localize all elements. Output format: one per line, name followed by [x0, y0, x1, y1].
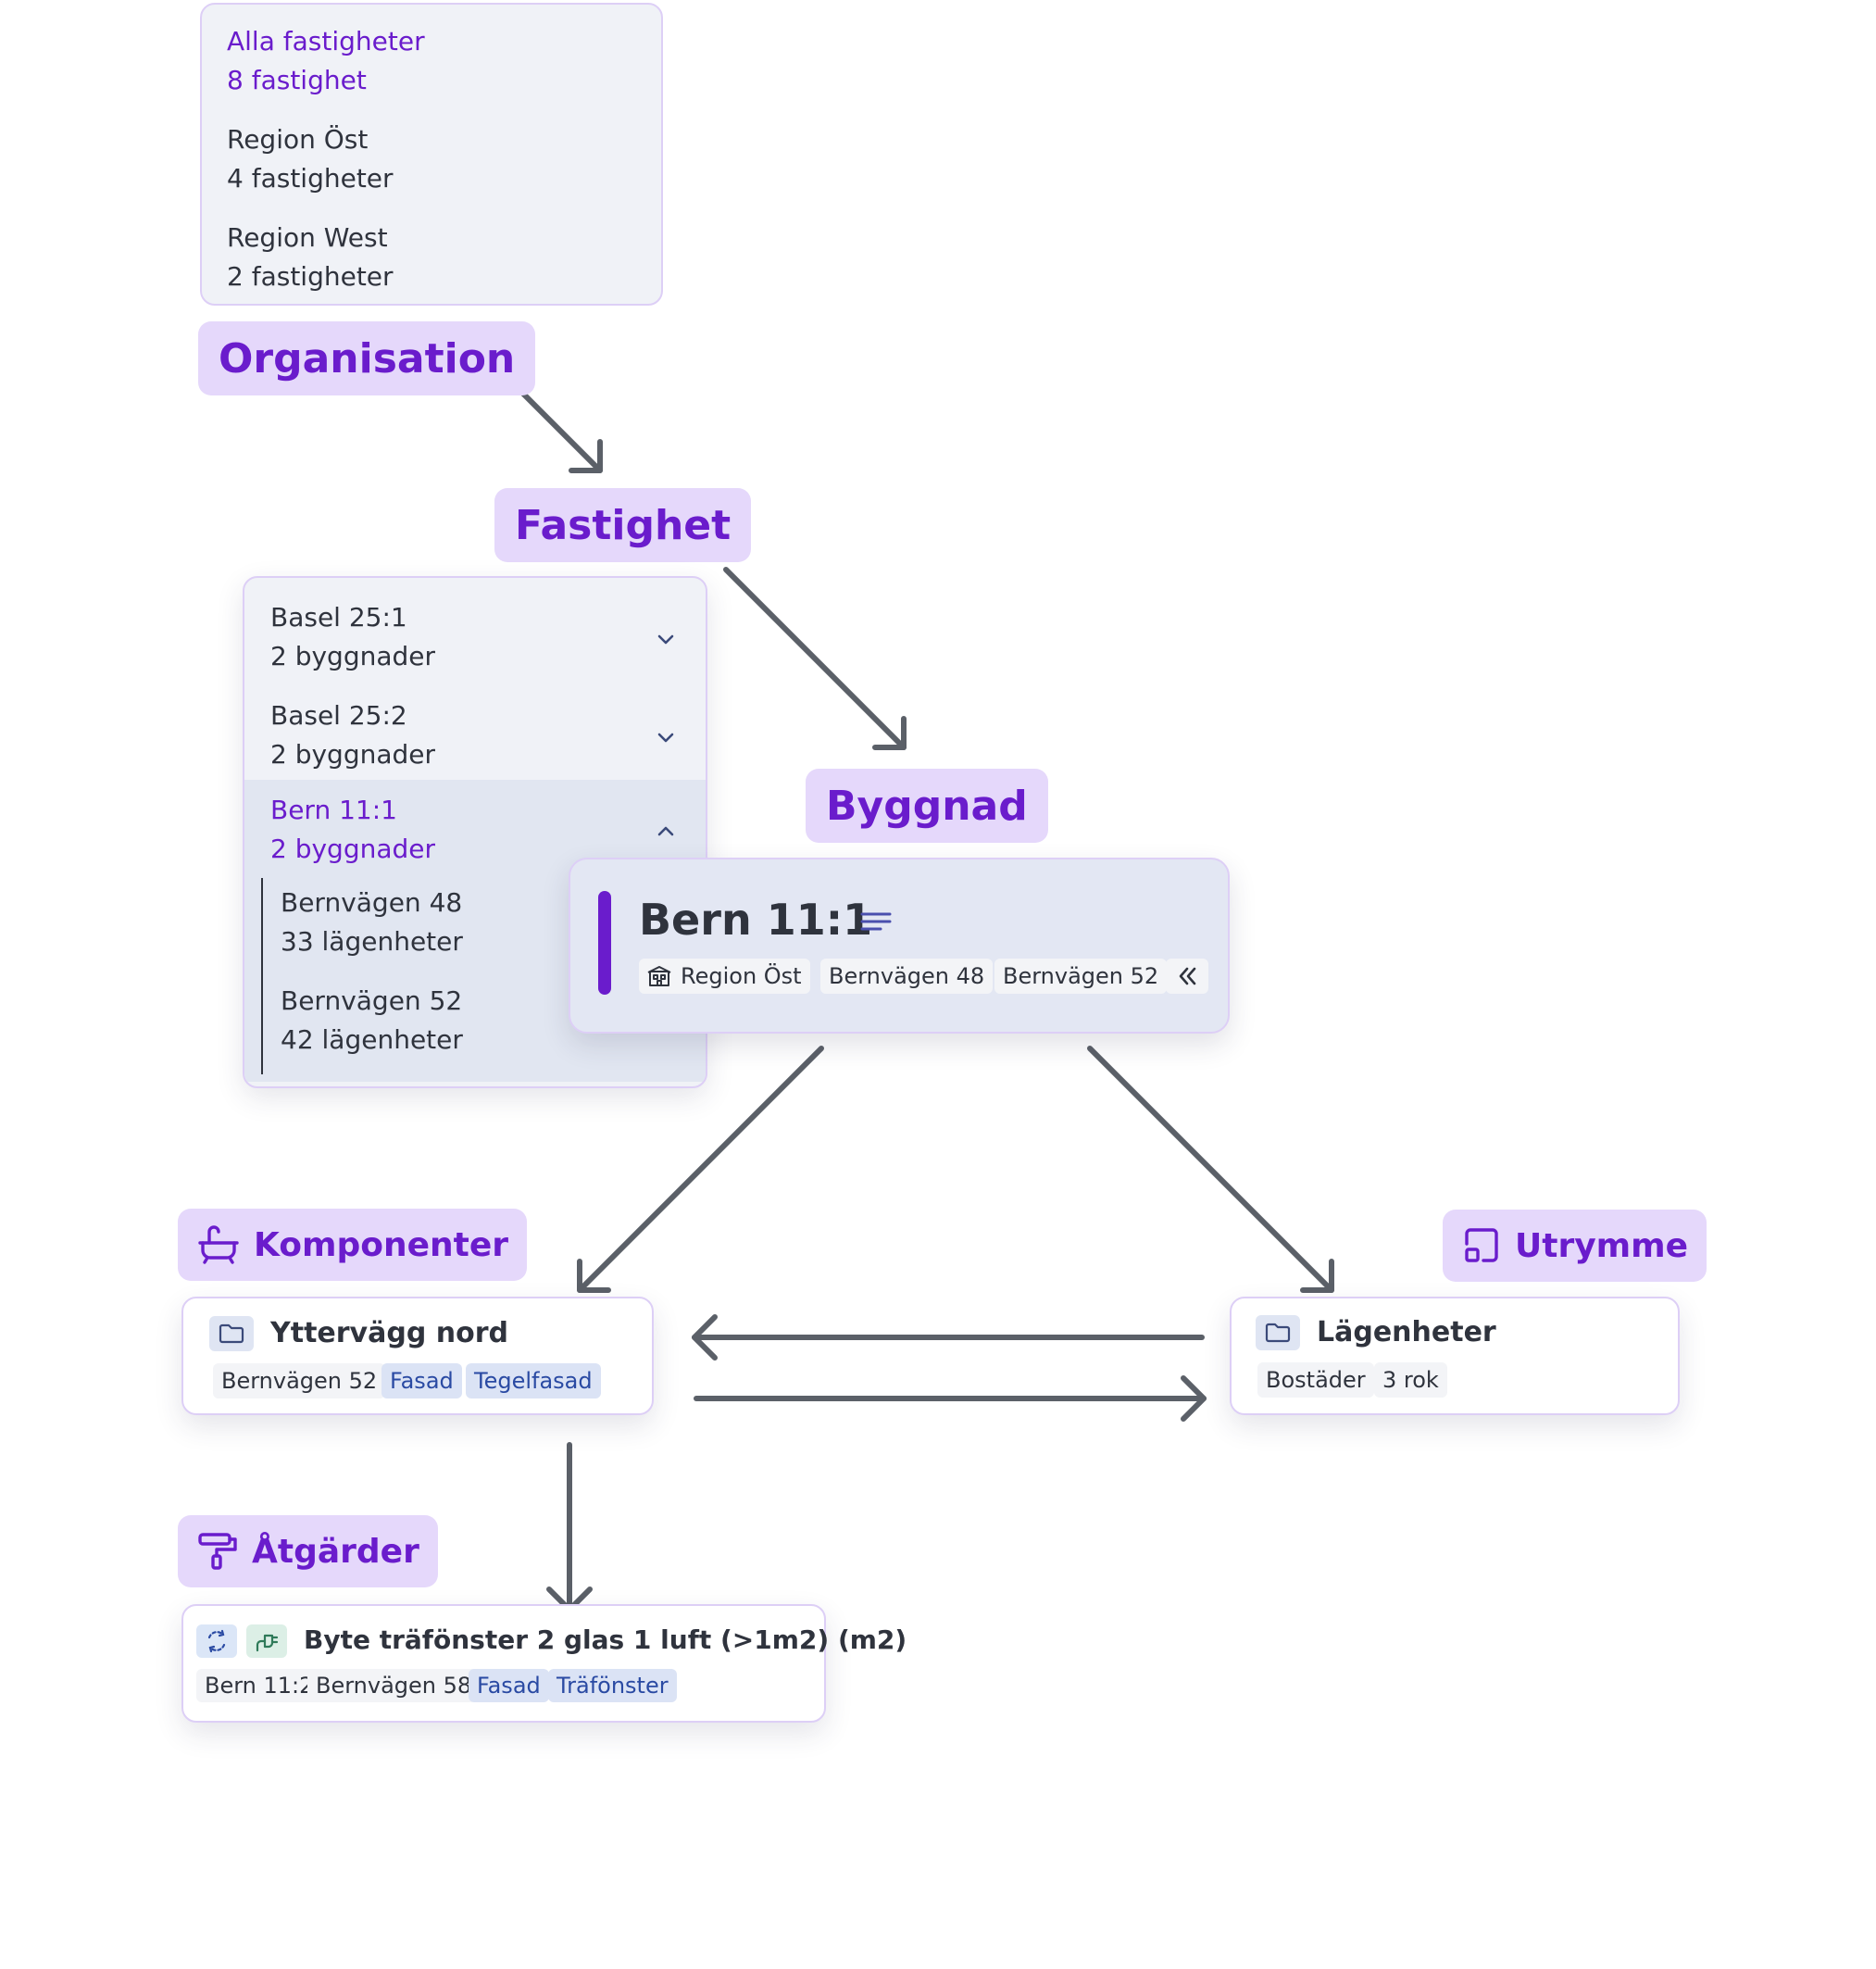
fastighet-item-name: Bern 11:1: [270, 795, 397, 825]
chip-region: Region Öst: [639, 959, 810, 994]
chip-type: Tegelfasad: [466, 1363, 601, 1398]
org-item-alla[interactable]: Alla fastigheter 8 fastighet: [227, 22, 425, 100]
atgard-title: Byte träfönster 2 glas 1 luft (>1m2) (m2…: [304, 1624, 907, 1655]
chip-building[interactable]: Bernvägen 52: [994, 959, 1168, 994]
folder-icon: [1256, 1315, 1300, 1350]
tree-line: [261, 878, 263, 1074]
fastighet-item-name: Basel 25:1: [270, 602, 407, 633]
building-item-bernvagen-48[interactable]: Bernvägen 48 33 lägenheter: [281, 884, 463, 961]
arrow-byggnad-to-komponenter: [577, 1046, 824, 1293]
arrow-utrymme-to-komponenter: [692, 1314, 1205, 1361]
bathtub-icon: [198, 1225, 239, 1264]
fastighet-item-basel-25-2[interactable]: Basel 25:2 2 byggnader: [244, 696, 706, 789]
label-atgarder: Åtgärder: [178, 1515, 438, 1587]
chip-property: Bern 11:2: [196, 1669, 322, 1702]
utrymme-card[interactable]: Lägenheter Bostäder 3 rok: [1230, 1297, 1680, 1415]
arrow-komponenter-to-utrymme: [694, 1375, 1207, 1422]
chevron-down-icon[interactable]: [656, 727, 676, 747]
org-item-count: 2 fastigheter: [227, 261, 394, 292]
building-item-name: Bernvägen 48: [281, 887, 463, 918]
komponent-card[interactable]: Yttervägg nord Bernvägen 52 Fasad Tegelf…: [181, 1297, 654, 1415]
org-item-name: Region Öst: [227, 124, 369, 155]
chip-usage: Bostäder: [1257, 1362, 1374, 1398]
fastighet-item-count: 2 byggnader: [270, 641, 436, 671]
menu-lines-icon[interactable]: [859, 911, 893, 934]
building-item-count: 33 lägenheter: [281, 926, 463, 957]
org-item-name: Alla fastigheter: [227, 26, 425, 56]
arrow-fastighet-to-byggnad: [723, 567, 907, 750]
building-item-count: 42 lägenheter: [281, 1024, 463, 1055]
org-item-count: 8 fastighet: [227, 65, 367, 95]
plug-icon: [246, 1624, 287, 1658]
arrow-byggnad-to-utrymme: [1087, 1046, 1334, 1293]
komponent-title: Yttervägg nord: [270, 1317, 508, 1349]
org-item-count: 4 fastigheter: [227, 163, 394, 194]
fastighet-item-basel-25-1[interactable]: Basel 25:1 2 byggnader: [244, 598, 706, 691]
chip-category: Fasad: [469, 1669, 549, 1702]
label-fastighet: Fastighet: [494, 488, 752, 562]
org-item-region-west[interactable]: Region West 2 fastigheter: [227, 219, 394, 296]
accent-bar: [598, 891, 611, 995]
atgard-card[interactable]: Byte träfönster 2 glas 1 luft (>1m2) (m2…: [181, 1604, 907, 1723]
utrymme-title: Lägenheter: [1317, 1316, 1496, 1348]
organisation-card: Alla fastigheter 8 fastighet Region Öst …: [200, 3, 663, 306]
label-komponenter: Komponenter: [178, 1209, 528, 1281]
collapse-chevrons-icon[interactable]: [1166, 959, 1208, 994]
byggnad-title: Bern 11:1: [639, 895, 873, 945]
chip-type: Träfönster: [548, 1669, 677, 1702]
chip-size: 3 rok: [1374, 1362, 1447, 1398]
recurring-icon: [196, 1624, 237, 1658]
label-utrymme: Utrymme: [1443, 1210, 1707, 1282]
building-icon: [647, 966, 671, 986]
building-item-bernvagen-52[interactable]: Bernvägen 52 42 lägenheter: [281, 982, 463, 1060]
chevron-up-icon[interactable]: [656, 821, 676, 842]
org-item-name: Region West: [227, 222, 388, 253]
label-organisation: Organisation: [198, 321, 536, 395]
chip-building[interactable]: Bernvägen 48: [820, 959, 994, 994]
label-byggnad: Byggnad: [806, 769, 1048, 843]
fastighet-item-name: Basel 25:2: [270, 700, 407, 731]
chip-building: Bernvägen 58: [307, 1669, 481, 1702]
chip-building: Bernvägen 52: [213, 1363, 386, 1398]
fastighet-item-count: 2 byggnader: [270, 834, 436, 864]
chevron-down-icon[interactable]: [656, 629, 676, 649]
room-icon: [1465, 1228, 1498, 1262]
byggnad-card: Bern 11:1 Region Öst Bernvägen 48 Bernvä…: [569, 858, 1230, 1034]
folder-icon: [209, 1316, 254, 1351]
org-item-region-ost[interactable]: Region Öst 4 fastigheter: [227, 120, 394, 198]
arrow-komponenter-to-atgarder: [546, 1442, 593, 1612]
building-item-name: Bernvägen 52: [281, 985, 463, 1016]
fastighet-item-count: 2 byggnader: [270, 739, 436, 770]
fastighet-item-bern-11-1[interactable]: Bern 11:1 2 byggnader: [244, 791, 706, 884]
paint-roller-icon: [198, 1533, 237, 1570]
chip-category: Fasad: [381, 1363, 462, 1398]
